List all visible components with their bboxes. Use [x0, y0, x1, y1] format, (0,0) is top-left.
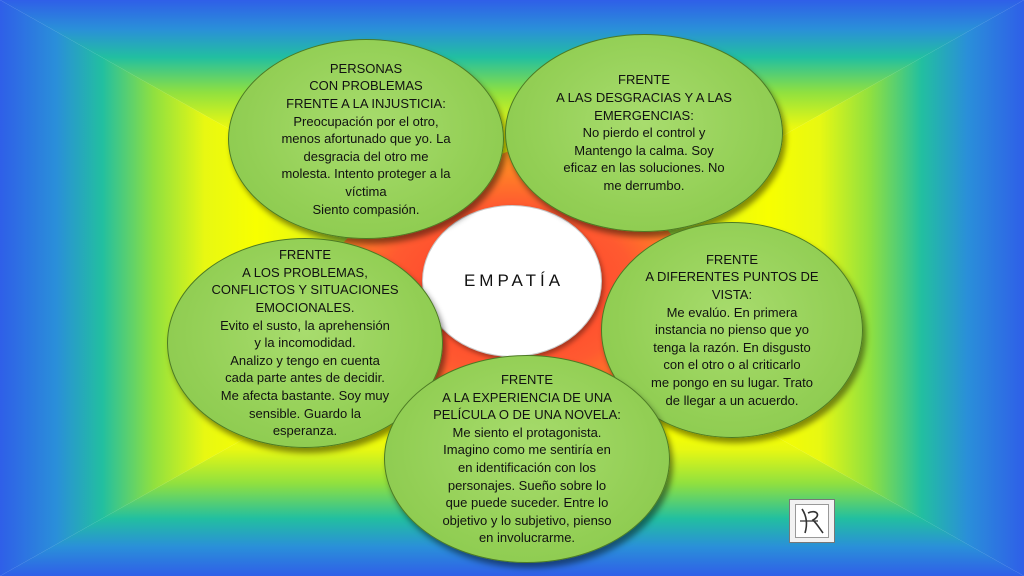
- center-ellipse: EMPATÍA: [422, 205, 602, 357]
- bubble-problemas-text: FRENTE A LOS PROBLEMAS, CONFLICTOS Y SIT…: [211, 247, 399, 439]
- signature-glyph-icon: [800, 508, 824, 534]
- bubble-personas-text: PERSONAS CON PROBLEMAS FRENTE A LA INJUS…: [281, 60, 451, 217]
- bubble-problemas: FRENTE A LOS PROBLEMAS, CONFLICTOS Y SIT…: [167, 238, 443, 448]
- bubble-personas: PERSONAS CON PROBLEMAS FRENTE A LA INJUS…: [228, 39, 504, 239]
- bubble-desgracias: FRENTE A LAS DESGRACIAS Y A LAS EMERGENC…: [505, 34, 783, 232]
- bubble-puntos-de-vista-text: FRENTE A DIFERENTES PUNTOS DE VISTA: Me …: [645, 251, 819, 408]
- bubble-pelicula-text: FRENTE A LA EXPERIENCIA DE UNA PELÍCULA …: [433, 372, 621, 546]
- logo-frame: [795, 504, 829, 538]
- signature-logo-icon: [789, 499, 835, 543]
- center-title: EMPATÍA: [463, 271, 565, 290]
- bubble-pelicula: FRENTE A LA EXPERIENCIA DE UNA PELÍCULA …: [384, 355, 670, 563]
- bubble-desgracias-text: FRENTE A LAS DESGRACIAS Y A LAS EMERGENC…: [556, 72, 732, 193]
